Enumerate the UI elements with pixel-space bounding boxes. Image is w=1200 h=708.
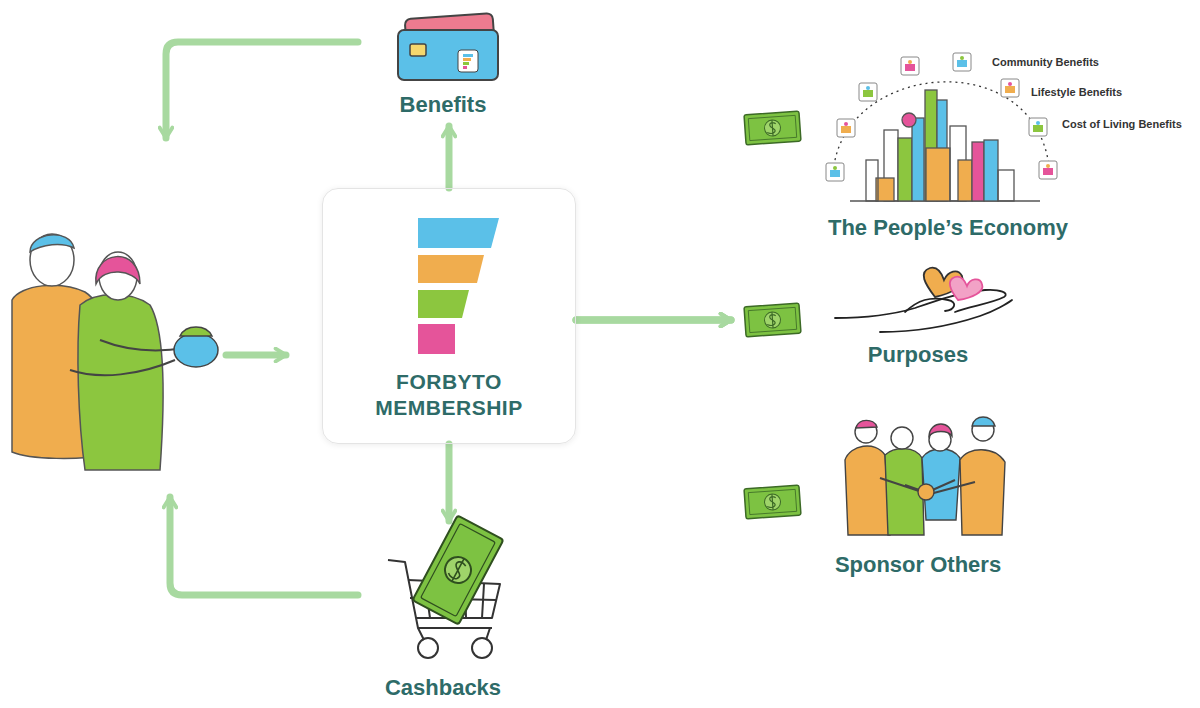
flow-arrow <box>446 126 453 188</box>
node-label: Sponsor Others <box>835 552 1001 578</box>
flow-arrow <box>446 444 453 521</box>
node-label: Purposes <box>868 342 968 368</box>
member-figures <box>12 234 218 470</box>
city-skyline <box>833 82 1050 201</box>
node-label: The People’s Economy <box>828 215 1068 241</box>
node-label: Benefits <box>400 92 487 118</box>
benefits-node: Benefits <box>378 10 508 122</box>
benefit-label: Cost of Living Benefits <box>1060 117 1184 131</box>
hand-hearts <box>835 268 1012 332</box>
sponsor-node: Sponsor Others <box>735 410 1101 582</box>
box-title: FORBYTO MEMBERSHIP <box>364 369 534 421</box>
box-ground <box>322 188 576 444</box>
benefit-label: Lifestyle Benefits <box>1029 85 1124 99</box>
economy-node: The People’s Economy <box>735 50 1161 245</box>
benefit-label: Community Benefits <box>990 55 1101 69</box>
purposes-node: Purposes <box>735 262 1101 372</box>
flow-arrow <box>576 317 731 324</box>
group-figures <box>845 417 1005 535</box>
card-icon <box>398 13 498 80</box>
benefit-icons <box>826 53 1057 181</box>
flow-arrow <box>576 317 731 324</box>
node-label: Cashbacks <box>385 675 501 701</box>
membership-box: FORBYTO MEMBERSHIP <box>322 188 576 444</box>
cashbacks-node: Cashbacks <box>363 525 523 705</box>
cart-icon <box>388 515 503 658</box>
money-bills <box>744 111 801 519</box>
forbyto-logo <box>418 218 499 354</box>
flow-arrow <box>576 317 731 324</box>
